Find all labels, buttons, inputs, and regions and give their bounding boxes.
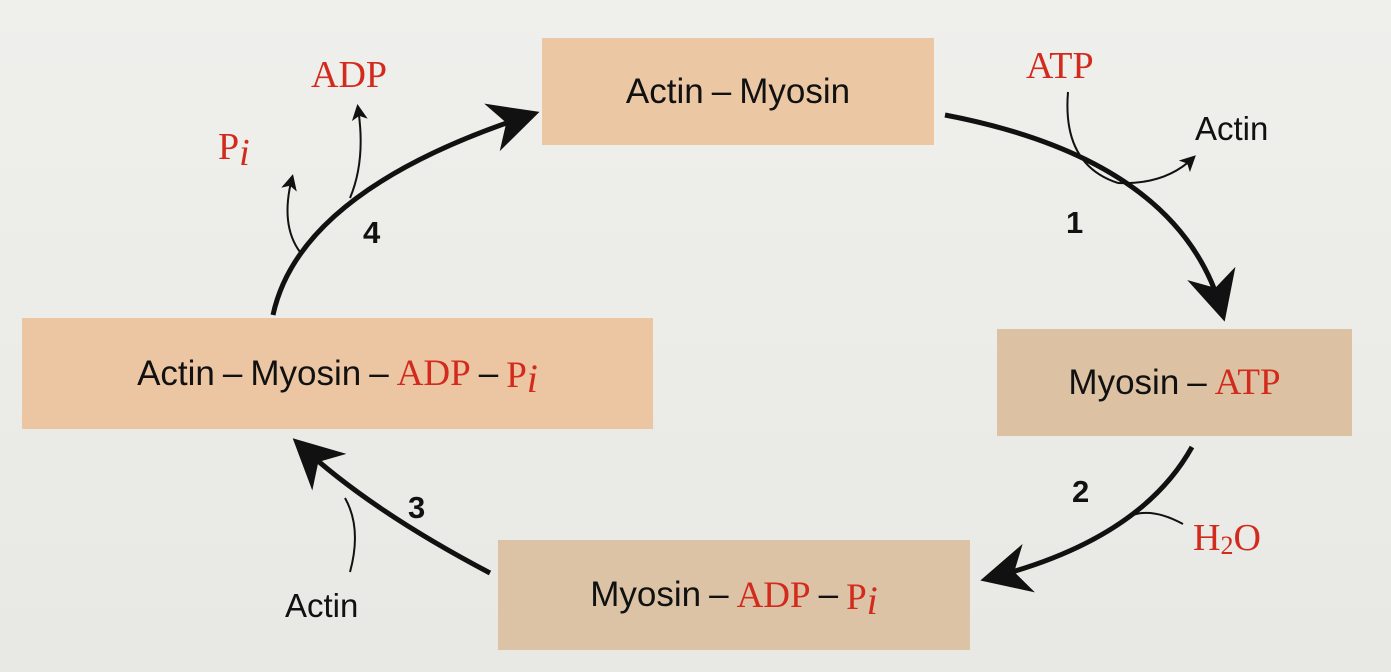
- pi-text: Pi: [506, 350, 538, 401]
- step-3-label: 3: [408, 490, 426, 525]
- actin-out-arrow: [1117, 155, 1196, 185]
- separator: –: [709, 575, 729, 614]
- arrow-step-1: [944, 112, 1236, 322]
- arrow-step-4: [270, 103, 540, 316]
- pi-text: Pi: [846, 572, 878, 623]
- box-text: Myosin: [250, 353, 362, 393]
- state-actin-myosin: Actin – Myosin: [542, 38, 934, 145]
- adp-label: ADP: [311, 54, 388, 96]
- pi-subscript: i: [526, 356, 538, 401]
- pi-letter: P: [506, 355, 527, 396]
- separator: –: [1187, 362, 1207, 402]
- atp-text: ATP: [1214, 362, 1281, 403]
- adp-out-arrow: [349, 104, 368, 199]
- state-actin-myosin-adp-pi: Actin – Myosin – ADP – Pi: [22, 318, 653, 429]
- actin-released-label: Actin: [1195, 110, 1269, 147]
- box-text: Actin: [625, 71, 704, 111]
- state-myosin-atp: Myosin – ATP: [997, 329, 1352, 436]
- h2o-subscript: 2: [1220, 531, 1234, 560]
- pi-letter: P: [846, 576, 867, 618]
- actin-bound-label: Actin: [285, 587, 359, 624]
- separator: –: [369, 353, 389, 393]
- pi-label: Pi: [218, 125, 250, 174]
- h2o-in-arrow: [1127, 511, 1184, 525]
- step-1-label: 1: [1066, 205, 1084, 240]
- h2o-label: H2O: [1193, 516, 1261, 560]
- arrow-step-2: [980, 445, 1195, 593]
- h2o-o: O: [1233, 517, 1261, 559]
- box-text: Myosin: [590, 575, 702, 614]
- arrow-step-3: [292, 438, 492, 576]
- step-4-label: 4: [363, 215, 381, 250]
- separator: –: [818, 575, 839, 614]
- adp-text: ADP: [396, 353, 471, 394]
- pi-letter: P: [218, 126, 240, 168]
- h2o-h: H: [1193, 517, 1221, 559]
- adp-text: ADP: [736, 574, 811, 616]
- box-text: Actin: [137, 353, 215, 393]
- atp-label: ATP: [1026, 45, 1094, 87]
- pi-subscript: i: [239, 132, 250, 174]
- actin-in-arrow: [344, 497, 356, 573]
- box-text: Myosin: [1068, 362, 1180, 402]
- separator: –: [222, 353, 243, 393]
- step-2-label: 2: [1072, 474, 1090, 509]
- atp-in-arrow: [1066, 91, 1119, 184]
- separator: –: [478, 353, 499, 393]
- box-text: Myosin: [739, 71, 851, 111]
- state-myosin-adp-pi: Myosin – ADP – Pi: [498, 540, 970, 650]
- pi-subscript: i: [866, 577, 878, 623]
- separator: –: [711, 71, 732, 111]
- pi-out-arrow: [281, 174, 301, 253]
